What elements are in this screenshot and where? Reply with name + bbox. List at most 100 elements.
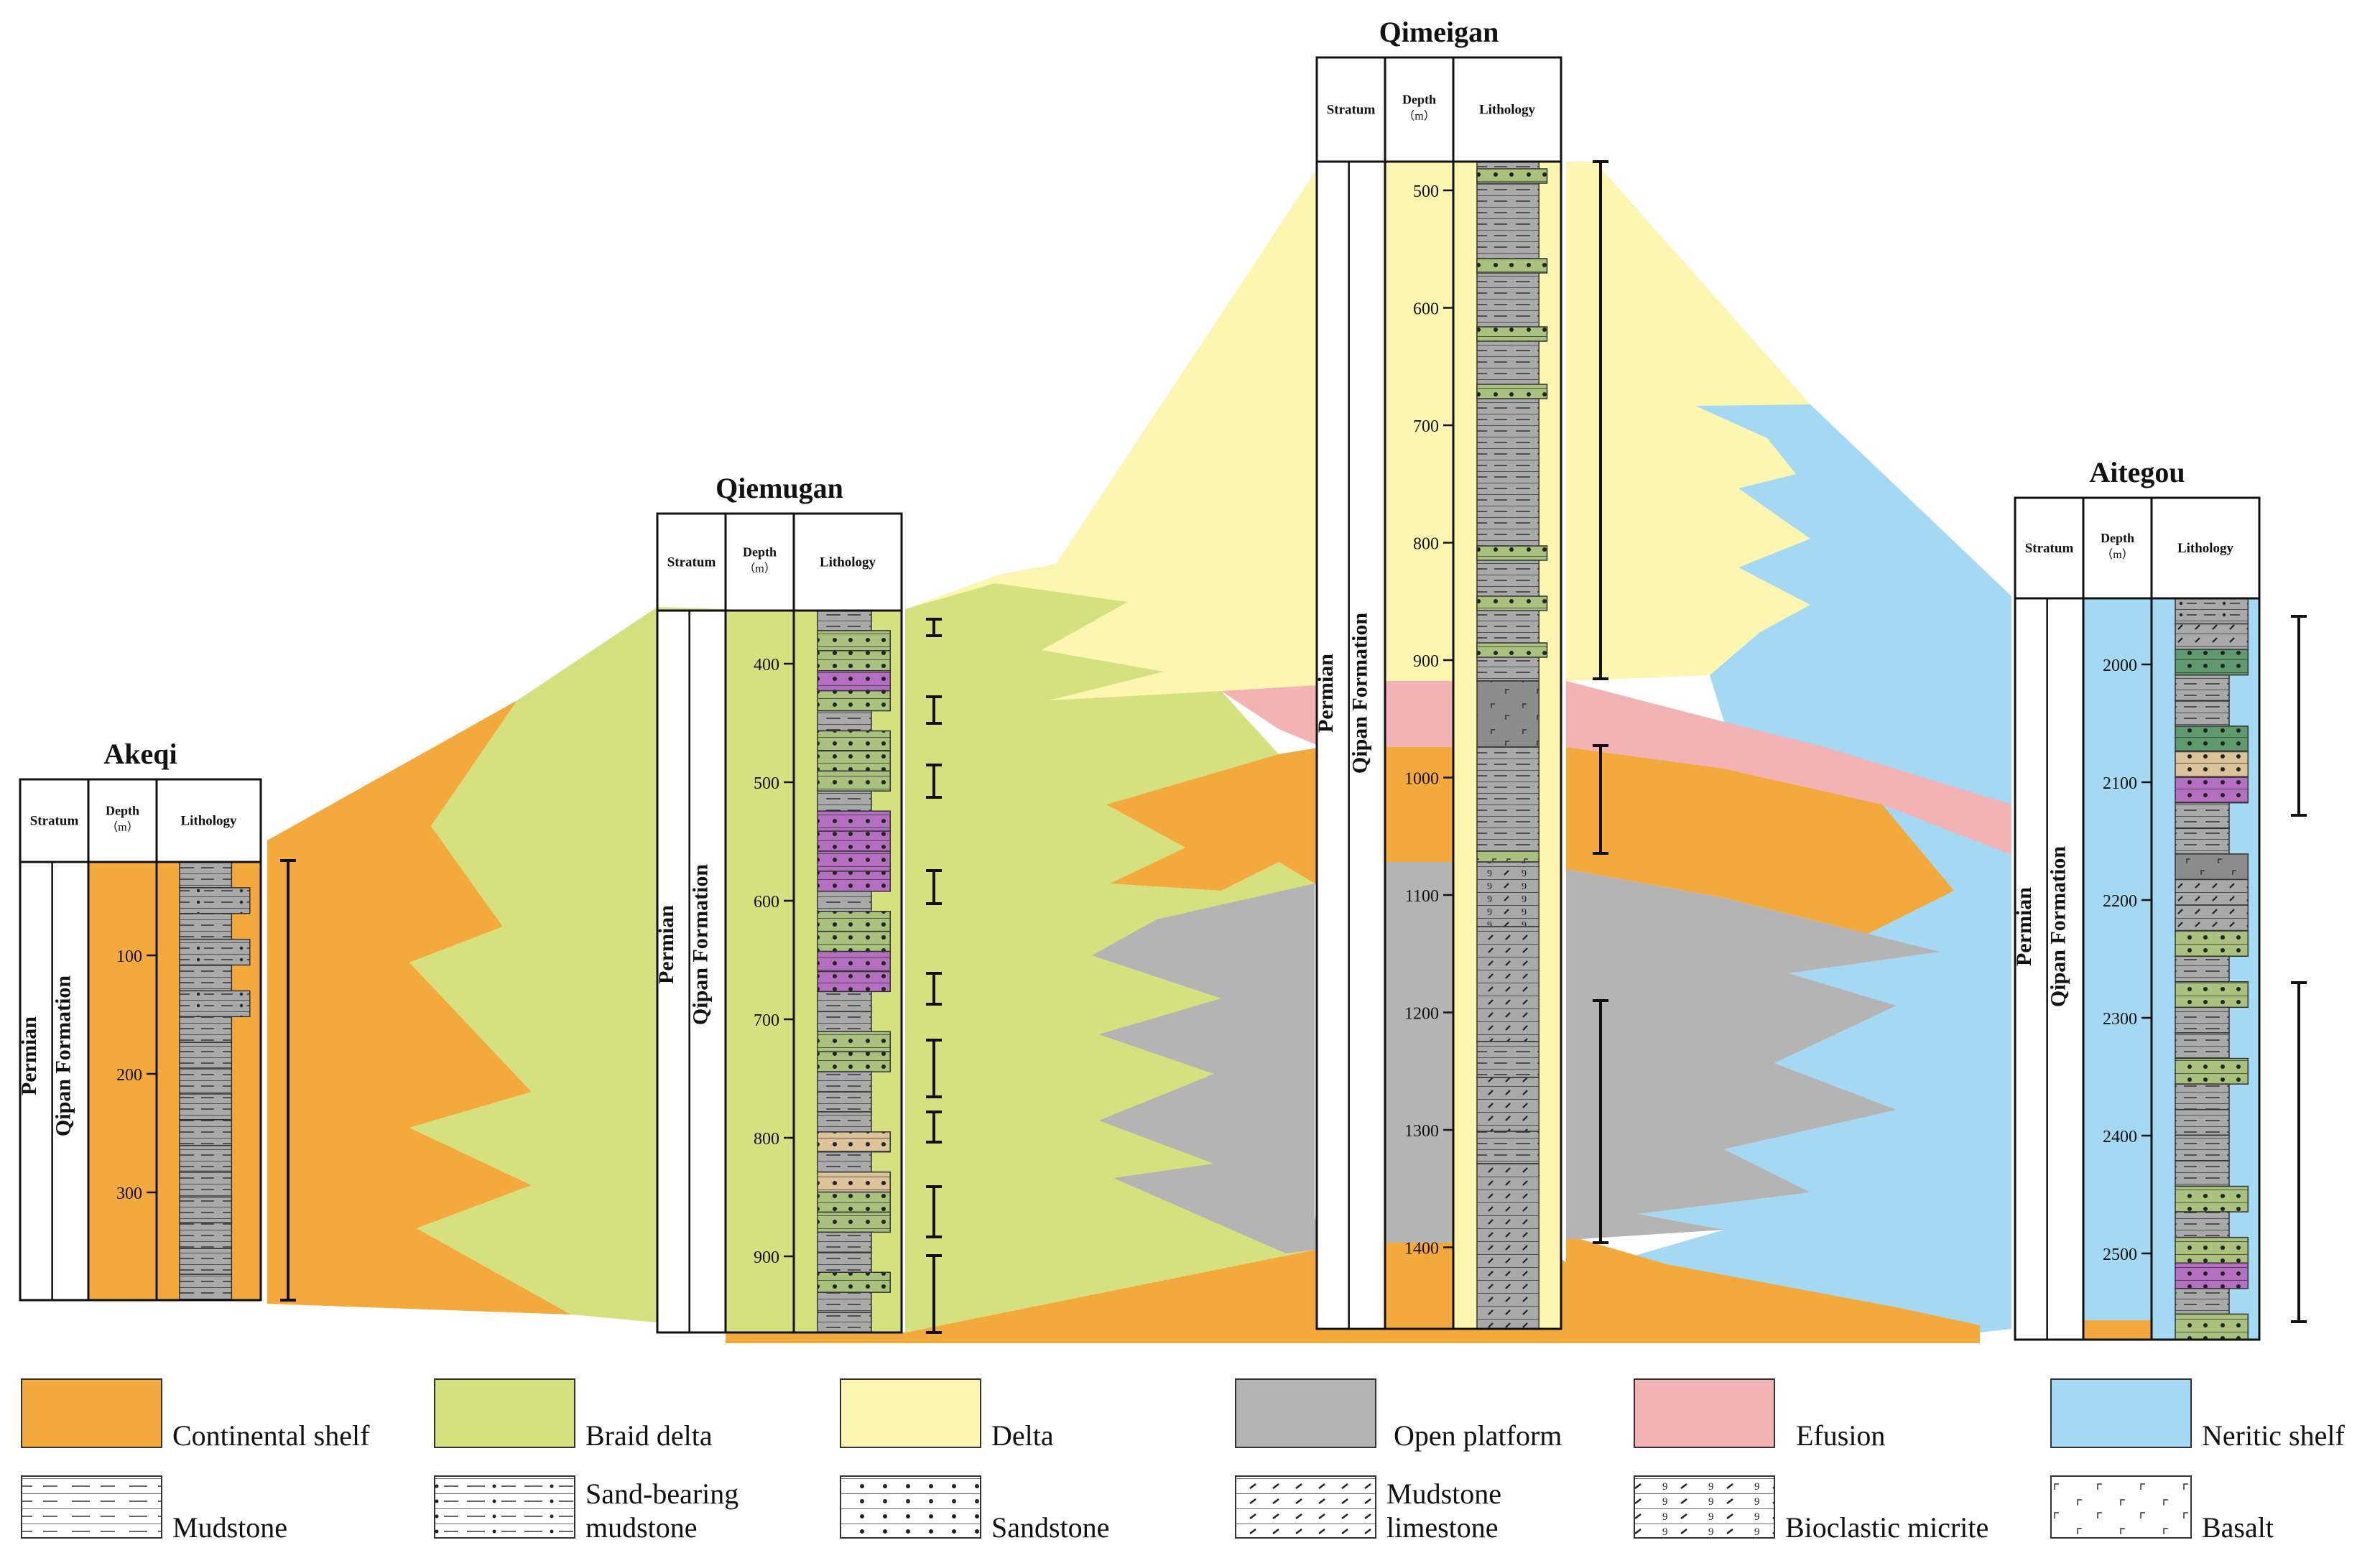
- legend-pattern-mudstone: [21, 1475, 162, 1539]
- facies-fill-efusion: [1566, 681, 2011, 855]
- lithology-bed: [179, 1248, 233, 1275]
- depth-tick-label: 1000: [1404, 770, 1439, 789]
- lithology-bed: [2175, 1083, 2230, 1110]
- lithology-bed: [179, 1016, 233, 1043]
- lithology-bed: [817, 810, 891, 832]
- lithology-bed: [2175, 674, 2230, 702]
- lithology-bed: [2175, 1262, 2249, 1289]
- lithology-bed: [817, 1251, 872, 1274]
- legend-pattern-sandstone: [840, 1475, 981, 1539]
- header-depth: Depth: [743, 545, 777, 560]
- depth-facies-band: [1385, 862, 1453, 1243]
- lithology-bed: [1476, 1041, 1539, 1078]
- lithology-bed: [817, 1051, 891, 1072]
- lithology-bed: [179, 1170, 233, 1198]
- lithology-bed: [817, 930, 891, 952]
- depth-tick-label: 500: [1413, 182, 1439, 201]
- legend-label: Neritic shelf: [2202, 1419, 2345, 1452]
- lithology-bed: [2175, 1108, 2230, 1136]
- lithology-bed: [1476, 168, 1548, 184]
- header-depth-unit: （m）: [2101, 548, 2133, 561]
- section-frame: [2014, 496, 2261, 1341]
- lithology-bed: [817, 1271, 891, 1293]
- facies-fill-continental-shelf: [267, 700, 571, 1314]
- depth-facies-band: [2083, 1320, 2152, 1340]
- depth-tick-label: 800: [754, 1130, 779, 1149]
- facies-fill-delta: [905, 162, 1386, 700]
- lithology-bed: [179, 1144, 233, 1172]
- lithology-bed: [817, 690, 891, 712]
- depth-column: [726, 611, 794, 1332]
- legend-label: Open platform: [1394, 1419, 1562, 1452]
- lithology-bed: [817, 670, 891, 692]
- lithology-bed: [2175, 802, 2230, 830]
- lithology-bed: [1476, 1131, 1539, 1164]
- header-stratum: Stratum: [667, 555, 716, 570]
- lithology-bed: [1476, 326, 1548, 342]
- depth-facies-band: [1385, 681, 1453, 747]
- formation-label: Qipan Formation: [2046, 846, 2070, 1007]
- lithology-bed: [179, 964, 233, 992]
- lithology-bed: [1476, 926, 1539, 1042]
- lithology-bed: [817, 1151, 872, 1173]
- depth-column: [88, 862, 157, 1300]
- lithology-bed: [817, 730, 891, 752]
- section-title: Qiemugan: [716, 472, 843, 504]
- lithology-bed: [2175, 1185, 2249, 1212]
- depth-facies-band: [1385, 747, 1453, 862]
- header-lithology: Lithology: [1479, 103, 1536, 118]
- legend-pattern-bioclastic-micrite: [1634, 1475, 1775, 1539]
- formation-label: Qipan Formation: [51, 975, 75, 1136]
- lithology-bed: [179, 938, 251, 966]
- section-frame: [19, 778, 262, 1302]
- legend-pattern-basalt: [2050, 1475, 2192, 1539]
- header-stratum: Stratum: [1327, 103, 1376, 118]
- legend-label: Mudstone: [172, 1511, 287, 1544]
- legend-pattern-sandy-mudstone: [434, 1475, 575, 1539]
- lithology-bed: [817, 1131, 891, 1153]
- facies-fill-continental-shelf: [1566, 747, 1954, 934]
- legend-pattern-mudstone-limestone: [1235, 1475, 1376, 1539]
- stratum-column: [2015, 598, 2083, 1340]
- depth-tick-label: 900: [1413, 652, 1439, 671]
- header-depth-unit: （m）: [744, 562, 775, 575]
- legend-label: limestone: [1386, 1511, 1499, 1544]
- lithology-bed: [2175, 1032, 2230, 1059]
- lithology-bed: [2175, 929, 2249, 957]
- formation-label: Qipan Formation: [1348, 613, 1371, 774]
- depth-tick-label: 700: [754, 1011, 779, 1030]
- depth-tick-label: 2100: [2103, 774, 2137, 793]
- lithology-bed: [817, 950, 891, 973]
- lithology-bed: [1476, 680, 1539, 748]
- facies-fill-open-platform: [1092, 884, 1315, 1253]
- lithology-bed: [817, 1111, 872, 1133]
- legend-label: Braid delta: [585, 1419, 713, 1452]
- lithology-bed: [1476, 642, 1548, 658]
- stratum-column: [657, 611, 726, 1332]
- legend-label: Continental shelf: [172, 1419, 370, 1452]
- depth-tick-label: 600: [754, 893, 779, 912]
- depth-tick-label: 2200: [2103, 892, 2137, 911]
- lithology-bed: [817, 1171, 891, 1193]
- facies-fill-braid-delta: [409, 607, 726, 1329]
- legend-label: Sandstone: [991, 1511, 1109, 1544]
- lithology-bed: [179, 1196, 233, 1224]
- lithology-bed: [2175, 623, 2249, 650]
- lithology-bed: [817, 650, 891, 672]
- lithology-bed: [179, 1222, 233, 1249]
- lithology-bed: [2175, 1236, 2249, 1263]
- depth-column: [2083, 598, 2152, 1340]
- lithology-bed: [179, 1093, 233, 1121]
- depth-tick-label: 600: [1413, 300, 1439, 319]
- lithology-bed: [2175, 878, 2249, 906]
- lithology-bed: [1476, 1077, 1539, 1132]
- legend-label: Bioclastic micrite: [1785, 1511, 1988, 1544]
- legend-swatch: [434, 1378, 575, 1448]
- lithology-bed: [817, 970, 891, 993]
- depth-tick-label: 2500: [2103, 1246, 2137, 1264]
